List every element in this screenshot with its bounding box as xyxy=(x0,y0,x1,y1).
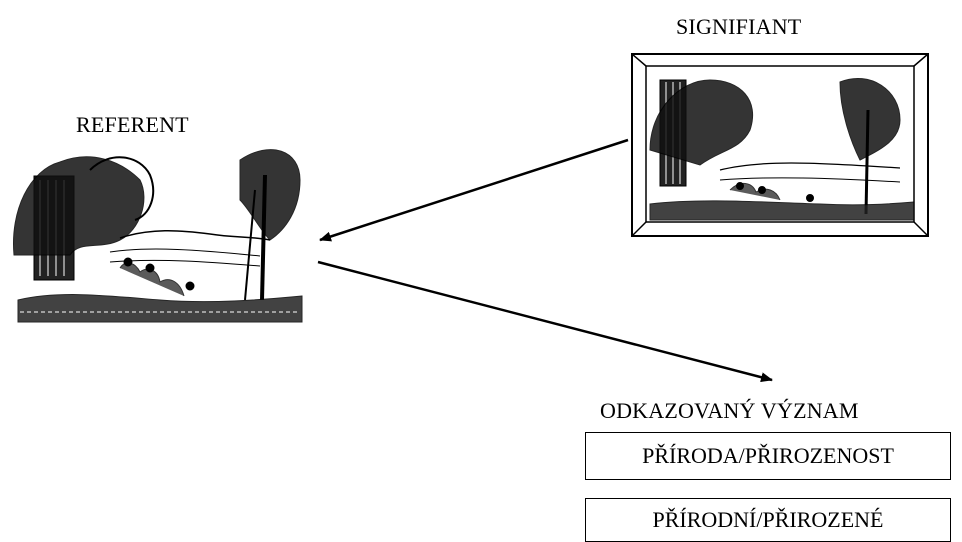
signifiant-framed-picture-icon xyxy=(631,53,929,237)
referent-label: REFERENT xyxy=(76,112,189,137)
meaning-label: ODKAZOVANÝ VÝZNAM xyxy=(600,398,859,423)
referent-landscape-icon xyxy=(12,149,303,323)
arrow-referent-to-meaning xyxy=(317,260,773,383)
meaning-box-natural: PŘÍRODNÍ/PŘIROZENÉ xyxy=(585,498,951,542)
arrow-signifiant-to-referent xyxy=(319,138,629,242)
meaning-box-nature: PŘÍRODA/PŘIROZENOST xyxy=(585,432,951,480)
signifiant-label: SIGNIFIANT xyxy=(676,14,802,39)
